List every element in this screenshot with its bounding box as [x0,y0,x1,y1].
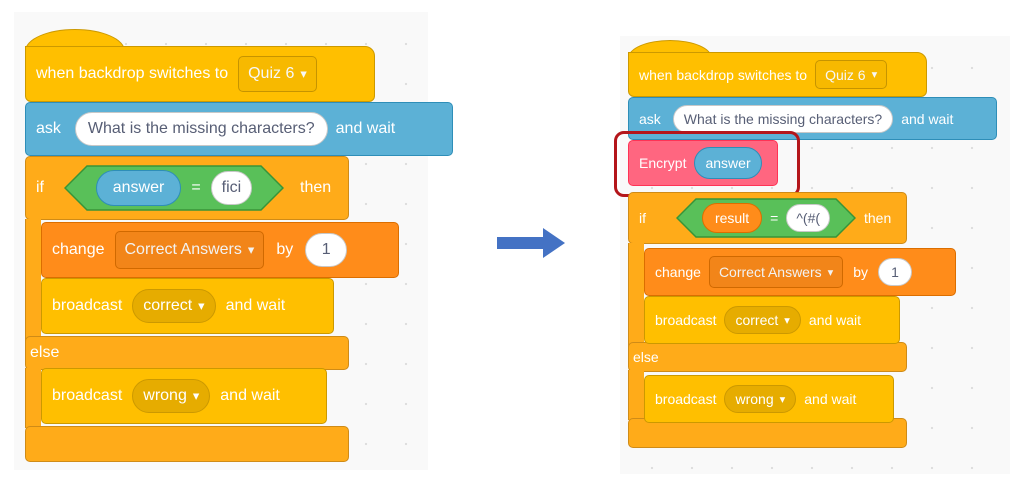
change-amount-input[interactable]: 1 [305,233,348,267]
message-dropdown-correct[interactable]: correct▾ [724,306,801,334]
broadcast-wait-label: and wait [225,297,286,314]
else-arm [628,370,644,420]
change-label: change [655,264,701,280]
dropdown-caret-icon: ▾ [300,66,307,81]
highlight-box [614,131,800,197]
broadcast-label: broadcast [52,297,123,314]
if-arm [25,219,41,349]
hat-text: when backdrop switches to [639,66,808,83]
change-variable-block[interactable]: change Correct Answers▾ by 1 [41,222,399,278]
message-dropdown-wrong[interactable]: wrong▾ [132,379,211,413]
dropdown-caret-icon: ▾ [871,69,878,81]
backdrop-dropdown[interactable]: Quiz 6▾ [238,56,317,92]
hat-text: when backdrop switches to [36,65,229,82]
ask-question-input[interactable]: What is the missing characters? [74,112,328,146]
if-else-footer [25,426,349,462]
else-bar: else [628,342,907,372]
variable-dropdown[interactable]: Correct Answers▾ [708,256,844,288]
ask-wait-label: and wait [901,110,954,127]
else-label: else [633,349,659,365]
compare-value-input[interactable]: fici [210,171,253,205]
dropdown-caret-icon: ▾ [784,314,790,327]
compare-value-input[interactable]: ^(#( [786,204,831,232]
backdrop-dropdown[interactable]: Quiz 6▾ [815,60,888,89]
broadcast-wrong-block[interactable]: broadcast wrong▾ and wait [41,368,327,424]
ask-label: ask [36,120,61,137]
encrypt-label: Encrypt [639,155,687,171]
broadcast-correct-block[interactable]: broadcast correct▾ and wait [644,296,900,344]
when-backdrop-switches-block[interactable]: when backdrop switches to Quiz 6▾ [25,46,375,102]
message-dropdown-correct[interactable]: correct▾ [132,289,216,323]
if-label: if [36,179,44,196]
ask-and-wait-block[interactable]: ask What is the missing characters? and … [25,102,453,156]
ask-question-input[interactable]: What is the missing characters? [672,104,894,133]
change-label: change [52,241,105,258]
by-label: by [853,264,869,280]
if-header: if answer = fici then [25,156,349,220]
equals-operator[interactable]: result = ^(#( [676,198,856,238]
if-arm [628,243,644,353]
right-arrow-icon [497,228,565,258]
message-dropdown-wrong[interactable]: wrong▾ [724,385,797,413]
variable-dropdown[interactable]: Correct Answers▾ [114,231,265,269]
else-bar: else [25,336,349,370]
broadcast-wait-label: and wait [220,387,280,404]
encrypt-custom-block[interactable]: Encrypt answer [628,140,778,186]
change-amount-input[interactable]: 1 [878,258,913,286]
if-else-block[interactable]: if answer = fici then else [25,156,349,463]
if-else-block[interactable]: if result = ^(#( then else [628,192,907,452]
if-header: if result = ^(#( then [628,192,907,244]
dropdown-caret-icon: ▾ [198,298,205,313]
answer-reporter[interactable]: answer [95,170,182,206]
broadcast-wait-label: and wait [804,391,857,407]
when-backdrop-switches-block[interactable]: when backdrop switches to Quiz 6▾ [628,52,927,97]
ask-wait-label: and wait [335,120,396,137]
if-label: if [639,210,646,226]
ask-label: ask [639,110,661,127]
broadcast-correct-block[interactable]: broadcast correct▾ and wait [41,278,334,334]
result-reporter[interactable]: result [701,203,763,233]
by-label: by [276,241,294,258]
dropdown-caret-icon: ▾ [827,266,834,279]
broadcast-wait-label: and wait [808,312,862,328]
dropdown-caret-icon: ▾ [247,242,255,257]
then-label: then [864,210,892,226]
equals-sign: = [770,210,779,226]
else-label: else [30,344,60,361]
dropdown-caret-icon: ▾ [192,388,200,403]
broadcast-label: broadcast [655,312,717,328]
dropdown-caret-icon: ▾ [779,393,786,406]
broadcast-wrong-block[interactable]: broadcast wrong▾ and wait [644,375,894,423]
change-variable-block[interactable]: change Correct Answers▾ by 1 [644,248,956,296]
broadcast-label: broadcast [655,391,717,407]
equals-operator[interactable]: answer = fici [64,165,284,211]
else-arm [25,368,41,428]
equals-sign: = [191,179,201,196]
then-label: then [300,179,332,196]
answer-reporter[interactable]: answer [694,147,762,179]
broadcast-label: broadcast [52,387,123,404]
